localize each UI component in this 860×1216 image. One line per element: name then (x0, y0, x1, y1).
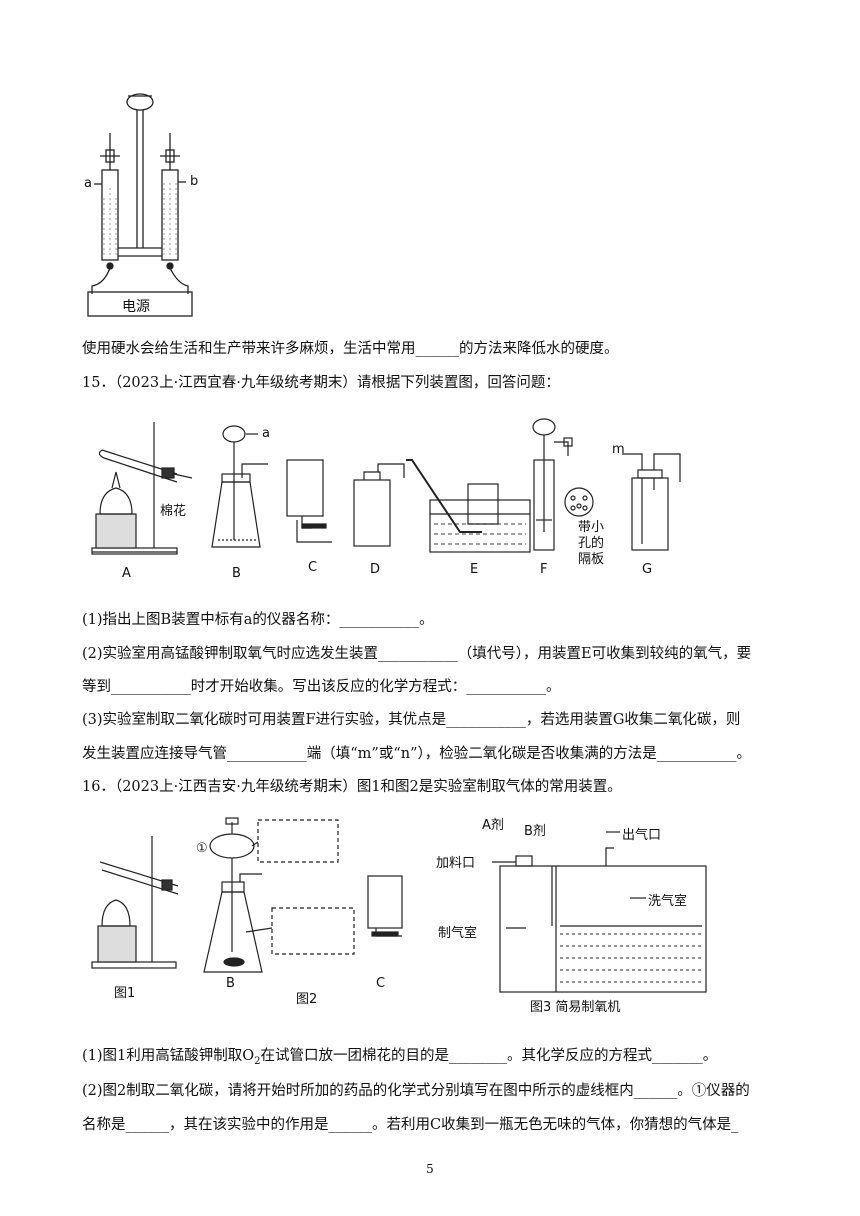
q16-part1-sub: 2 (254, 1055, 261, 1067)
q16-figure: ① 图1 B 图2 C A剂 B剂 加料口 出气口 洗气室 (86, 812, 726, 1018)
label-b: b (190, 174, 199, 189)
a-agent-label: A剂 (482, 818, 504, 833)
fig2-label: 图2 (296, 992, 318, 1007)
partition-label-1: 带小 (578, 520, 605, 535)
q15-part1: (1)指出上图B装置中标有a的仪器名称：___________。 (82, 612, 434, 628)
label-F: F (540, 562, 548, 577)
label-B: B (232, 566, 241, 581)
partition-label-3: 隔板 (578, 552, 605, 567)
label-G: G (642, 562, 653, 577)
q15-title: 15．（2023上·江西宜春·九年级统考期末）请根据下列装置图，回答问题： (82, 375, 560, 391)
svg-text:①: ① (196, 841, 208, 856)
fig2-B-label: B (226, 976, 235, 991)
label-E: E (470, 562, 479, 577)
label-D: D (370, 562, 381, 577)
label-m: m (612, 442, 625, 457)
q15-part3-line2: 发生装置应连接导气管___________端（填“m”或“n”），检验二氧化碳是… (82, 746, 751, 762)
b-agent-label: B剂 (524, 824, 546, 839)
q15-part3-line1: (3)实验室制取二氧化碳时可用装置F进行实验，其优点是___________，若… (82, 712, 741, 728)
q15-part2-line1: (2)实验室用高锰酸钾制取氧气时应选发生装置___________（填代号），用… (82, 646, 752, 662)
page-number: 5 (426, 1162, 434, 1176)
q15-apparatus-figure: A B C D E F G 棉花 a m 带小 孔的 隔板 (82, 412, 702, 584)
partition-label-2: 孔的 (578, 536, 605, 551)
gen-room-label: 制气室 (438, 926, 478, 941)
q14-tail: 使用硬水会给生活和生产带来许多麻烦，生活中常用______的方法来降低水的硬度。 (82, 341, 619, 357)
wash-room-label: 洗气室 (648, 894, 688, 909)
label-C: C (308, 560, 318, 575)
fig3-caption: 图3 简易制氧机 (530, 1000, 621, 1015)
fig2-C-label: C (376, 976, 386, 991)
power-label: 电源 (122, 299, 150, 315)
q15-part2-line2: 等到___________时才开始收集。写出该反应的化学方程式：________… (82, 679, 561, 695)
electrolysis-figure: a b 电源 (80, 88, 230, 320)
q16-title: 16．（2023上·江西吉安·九年级统考期末）图1和图2是实验室制取气体的常用装… (82, 779, 622, 795)
label-a: a (84, 176, 92, 191)
feed-port-label: 加料口 (436, 856, 476, 871)
q16-part2-line1: (2)图2制取二氧化碳，请将开始时所加的药品的化学式分别填写在图中所示的虚线框内… (82, 1083, 750, 1099)
cotton-label: 棉花 (160, 504, 187, 519)
q16-part1: (1)图1利用高锰酸钾制取O2在试管口放一团棉花的目的是________。其化学… (82, 1046, 717, 1072)
label-A: A (122, 566, 131, 581)
label-a-funnel: a (262, 426, 270, 441)
outlet-label: 出气口 (622, 828, 662, 843)
q16-part1-pre: (1)图1利用高锰酸钾制取O (82, 1048, 255, 1064)
fig1-label: 图1 (114, 986, 136, 1001)
q16-part2-line2: 名称是______，其在该实验中的作用是______。若利用C收集到一瓶无色无味… (82, 1117, 739, 1133)
q16-part1-post: 在试管口放一团棉花的目的是________。其化学反应的方程式_______。 (260, 1048, 718, 1064)
